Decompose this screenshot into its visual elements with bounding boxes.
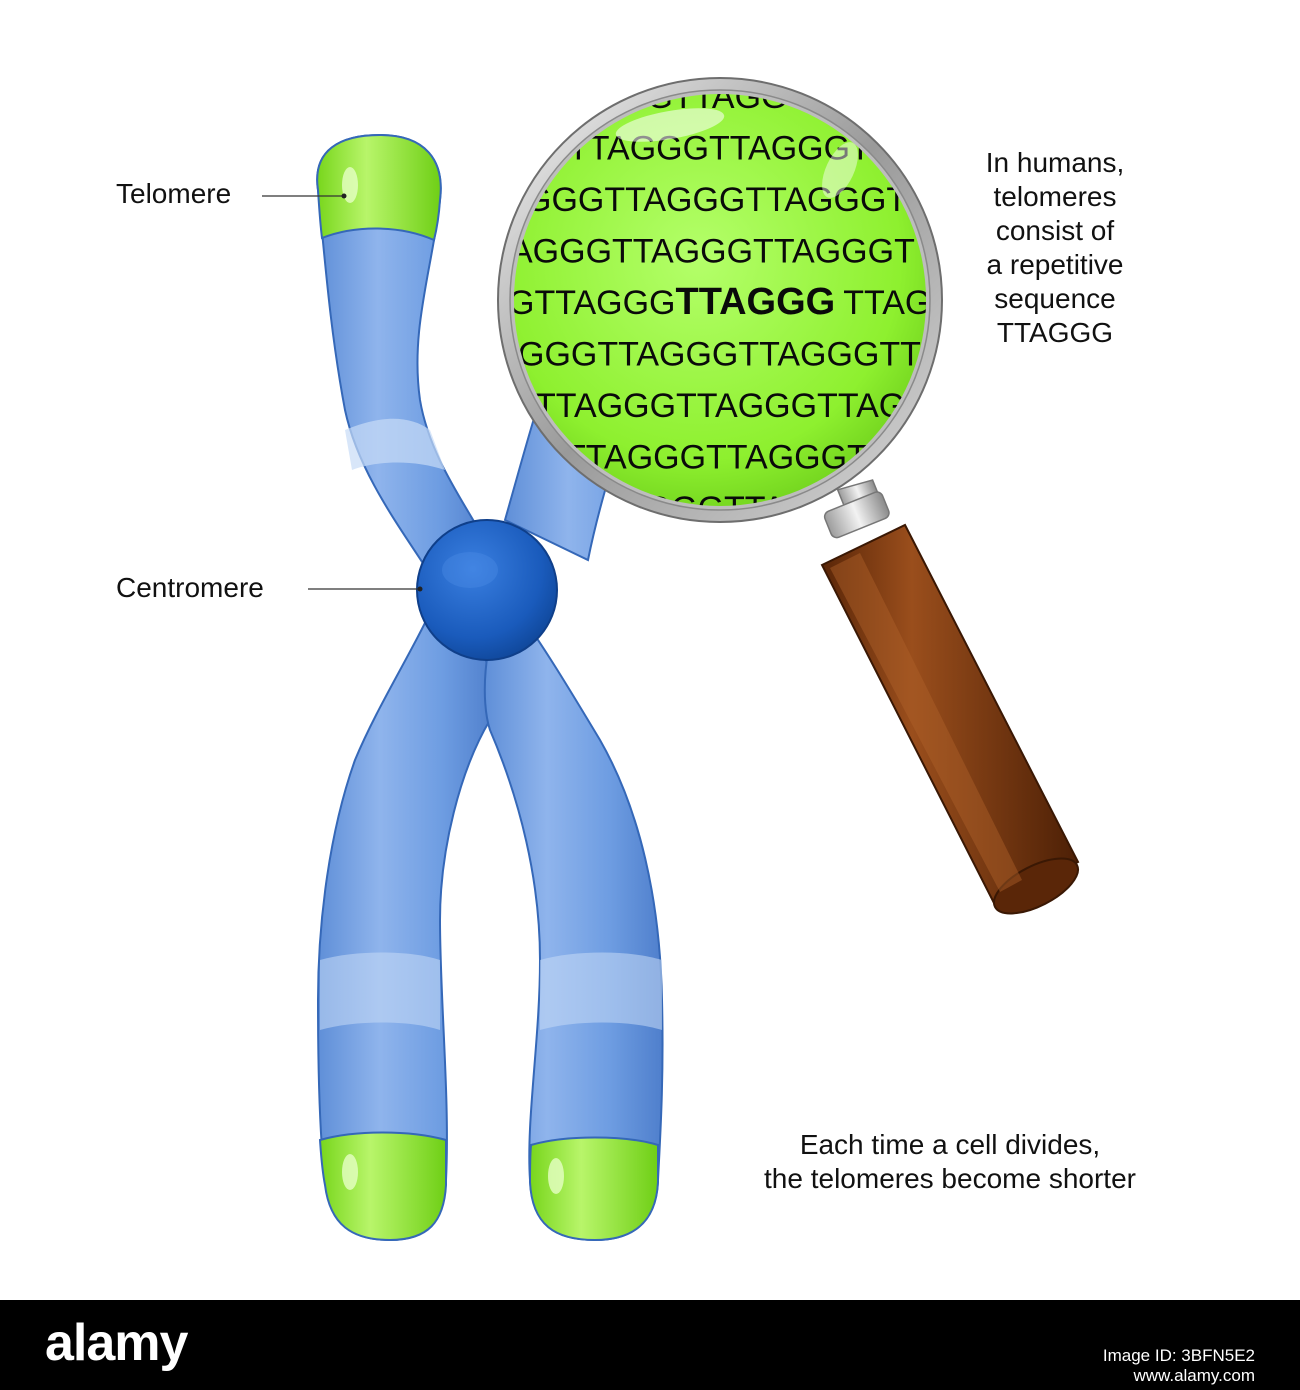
info-line: consist of — [995, 215, 1115, 246]
sequence-line: TTAGGGTTAGGGTTAG — [535, 387, 905, 425]
info-line: In humans, — [985, 147, 1125, 178]
centromere — [416, 519, 558, 661]
telomere-label: Telomere — [116, 178, 232, 209]
sequence-line: AGGGTTAGGGTTAGGGT — [510, 233, 915, 271]
info-line: TTAGGG — [996, 317, 1114, 348]
caption-line: the telomeres become shorter — [764, 1163, 1136, 1194]
telomere-lower-right — [528, 1136, 659, 1242]
telomere-lower-left — [318, 1131, 448, 1242]
sequence-line: GGGTTAGGGTTAGGGT — [525, 181, 907, 219]
footer-image-id: Image ID: 3BFN5E2 — [1102, 1346, 1255, 1365]
info-line: telomeres — [993, 181, 1117, 212]
sequence-line: GGGTTAGGGTTAGGGTT — [518, 336, 921, 374]
centromere-label: Centromere — [116, 572, 264, 603]
caption-line: Each time a cell divides, — [799, 1129, 1101, 1160]
telomere-info-text: In humans, telomeres consist of a repeti… — [940, 146, 1170, 350]
footer-bar — [0, 1300, 1300, 1390]
info-line: sequence — [994, 283, 1116, 314]
highlighted-sequence: TTAGGG — [675, 281, 835, 323]
footer-site: www.alamy.com — [1133, 1366, 1255, 1385]
magnifier-handle — [820, 479, 1080, 915]
sequence-line: TTAGGGTTAGGGT — [565, 439, 868, 477]
footer-brand-logo: alamy — [45, 1314, 188, 1372]
sequence-line: TTAGGGTTAGGGT — [568, 130, 871, 168]
telomere-upper-left — [316, 133, 442, 242]
magnifier-lens — [514, 94, 926, 506]
footer-image-info: Image ID: 3BFN5E2 www.alamy.com — [1103, 1346, 1255, 1386]
info-line: a repetitive — [986, 249, 1124, 280]
cell-division-caption: Each time a cell divides, the telomeres … — [690, 1128, 1210, 1196]
